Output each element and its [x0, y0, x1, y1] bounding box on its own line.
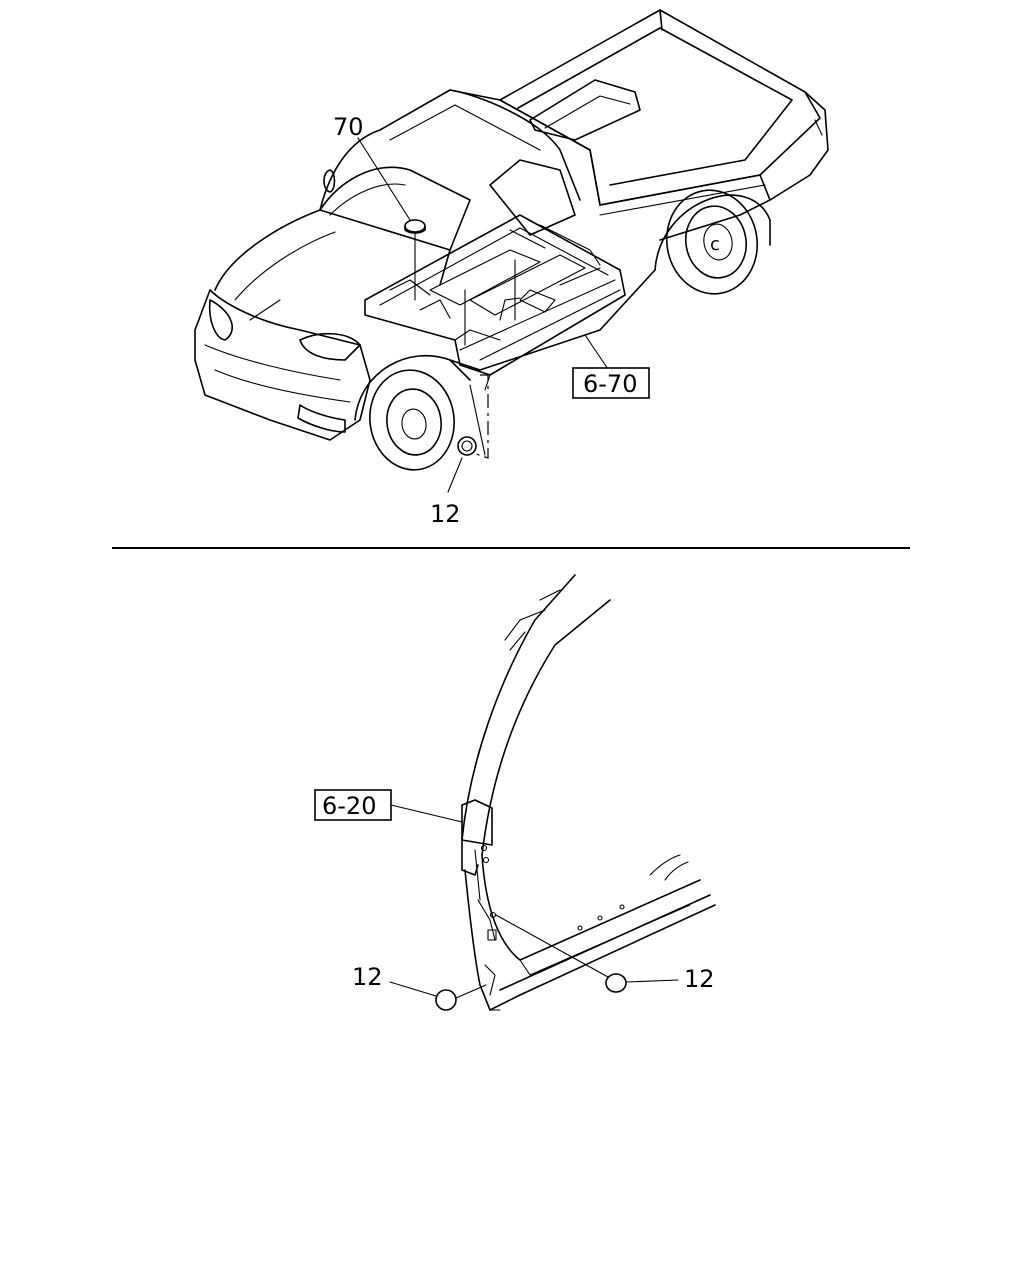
part-12-plug-right [605, 973, 627, 993]
svg-text:c: c [710, 234, 720, 255]
leader-12-right-target [495, 914, 609, 978]
callout-12-top: 12 [430, 500, 461, 528]
leader-12-left-target [455, 984, 487, 999]
part-12-grommet-top [457, 436, 477, 456]
callout-6-20: 6-20 [322, 792, 376, 820]
leader-6-70 [584, 334, 611, 373]
part-70-plug [404, 219, 426, 234]
truck-illustration: c [194, 9, 829, 471]
leader-6-20 [390, 804, 463, 823]
leader-12-left [389, 981, 437, 997]
callout-12-right: 12 [684, 965, 715, 993]
a-pillar-illustration [461, 574, 716, 1011]
leader-12-right [625, 979, 679, 983]
ref-box-6-70 [572, 367, 650, 399]
part-12-plug-left [435, 989, 457, 1011]
leader-12-top [447, 457, 463, 493]
callout-70: 70 [333, 113, 364, 141]
callout-12-left: 12 [352, 963, 383, 991]
leader-70 [357, 137, 411, 221]
callout-6-70: 6-70 [583, 370, 637, 398]
